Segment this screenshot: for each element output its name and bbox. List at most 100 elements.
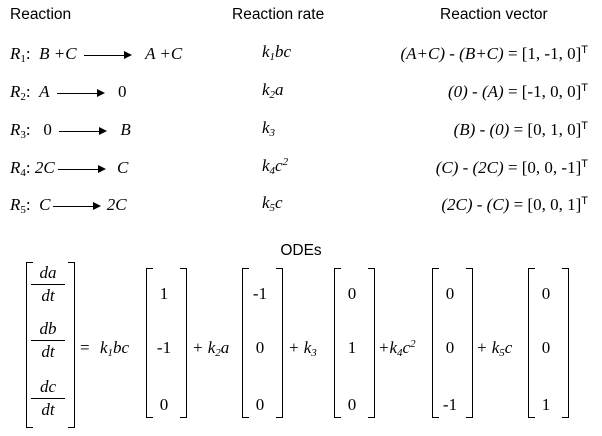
products: 0 xyxy=(118,82,127,101)
coef-prefix: +k xyxy=(378,338,398,357)
reaction-label: R xyxy=(10,158,21,177)
bracket-left xyxy=(146,268,153,418)
reaction-2: R2: A 0 xyxy=(10,82,127,103)
rate-variables: a xyxy=(275,80,284,99)
header-reaction-vector: Reaction vector xyxy=(440,6,548,23)
coef-index: 3 xyxy=(311,347,317,359)
products: C xyxy=(116,158,129,177)
coef-variables: c xyxy=(504,338,513,357)
coef-prefix: + k xyxy=(476,338,500,357)
reactants: 2C xyxy=(34,158,55,177)
vector-value: = [0, 1, 0] xyxy=(513,120,582,139)
bracket-right xyxy=(368,268,375,418)
transpose-mark: T xyxy=(581,44,588,56)
odes-title: ODEs xyxy=(280,242,322,259)
term-coefficient-1: k1bc xyxy=(100,338,129,359)
coef-prefix: + k xyxy=(192,338,216,357)
bracket-left xyxy=(432,268,439,418)
numerator: db xyxy=(31,318,65,341)
vector-entry: -1 xyxy=(442,395,458,414)
rate-3: k3 xyxy=(262,118,276,139)
reaction-label: R xyxy=(10,82,21,101)
denominator: dt xyxy=(41,400,55,419)
term-coefficient-3: + k3 xyxy=(288,338,317,359)
numerator: da xyxy=(31,262,65,285)
products: 2C xyxy=(106,195,127,214)
bracket-left xyxy=(242,268,249,418)
reaction-index: 5 xyxy=(20,204,26,216)
rate-4: k4c2 xyxy=(262,156,288,177)
arrow-icon xyxy=(83,50,132,59)
vector-3: (B) - (0) = [0, 1, 0]T xyxy=(454,120,588,140)
bracket-right xyxy=(466,268,473,418)
vector-4: (C) - (2C) = [0, 0, -1]T xyxy=(436,158,588,178)
rate-variables: c xyxy=(275,193,283,212)
reaction-3: R3: 0 B xyxy=(10,120,131,141)
vector-value: = [1, -1, 0] xyxy=(507,44,582,63)
vector-entry: 1 xyxy=(541,395,551,414)
reaction-label: R xyxy=(10,120,21,139)
reaction-5: R5: C 2C xyxy=(10,195,127,216)
rate-constant-index: 3 xyxy=(269,127,276,139)
rate-constant-index: 2 xyxy=(269,89,276,101)
vector-entry: 0 xyxy=(347,395,357,414)
rate-constant: k xyxy=(262,118,270,137)
bracket-left xyxy=(26,262,33,428)
rate-constant: k xyxy=(262,193,270,212)
products: B xyxy=(120,120,131,139)
rate-constant-index: 4 xyxy=(269,165,276,177)
bracket-right xyxy=(180,268,187,418)
denominator: dt xyxy=(41,342,55,361)
coef-prefix: + k xyxy=(288,338,312,357)
term-coefficient-2: + k2a xyxy=(192,338,230,359)
rate-constant-index: 5 xyxy=(269,202,276,214)
arrow-icon xyxy=(56,88,105,97)
vector-entry: 0 xyxy=(255,395,265,414)
arrow-icon xyxy=(59,126,108,135)
vector-entry: -1 xyxy=(156,338,172,357)
coef-variables: c xyxy=(402,338,411,357)
term-coefficient-5: + k5c xyxy=(476,338,513,359)
rate-constant-index: 1 xyxy=(269,51,276,63)
reaction-index: 3 xyxy=(20,129,26,141)
reaction-label: R xyxy=(10,44,21,63)
vector-entry: 0 xyxy=(445,284,455,303)
vector-expression: (C) - (2C) xyxy=(435,158,504,177)
reactants: 0 xyxy=(43,120,52,139)
reactants: A xyxy=(39,82,50,101)
vector-entry: 0 xyxy=(255,338,265,357)
coef-index: 4 xyxy=(397,347,403,359)
reaction-1: R1: B +C A +C xyxy=(10,44,183,65)
rate-variables: bc xyxy=(275,42,292,61)
vector-entry: 0 xyxy=(541,338,551,357)
transpose-mark: T xyxy=(581,120,588,132)
bracket-right xyxy=(68,262,75,428)
coef-exponent: 2 xyxy=(410,338,416,350)
rate-variables: c xyxy=(275,156,283,175)
rate-5: k5c xyxy=(262,193,283,214)
equals-sign: = xyxy=(80,338,90,357)
vector-expression: (B) - (0) xyxy=(453,120,510,139)
vector-value: = [0, 0, -1] xyxy=(507,158,582,177)
arrow-icon xyxy=(53,201,102,210)
vector-expression: (A+C) - (B+C) xyxy=(400,44,504,63)
rate-2: k2a xyxy=(262,80,284,101)
vector-entry: 0 xyxy=(541,284,551,303)
reaction-index: 4 xyxy=(20,167,26,179)
coef-variables: a xyxy=(220,338,230,357)
products: A +C xyxy=(145,44,183,63)
vector-entry: 0 xyxy=(347,284,357,303)
bracket-right xyxy=(562,268,569,418)
coef-index: 1 xyxy=(107,347,114,359)
bracket-left xyxy=(334,268,341,418)
coef-index: 2 xyxy=(215,347,221,359)
vector-expression: (0) - (A) xyxy=(447,82,504,101)
coef-index: 5 xyxy=(499,347,505,359)
transpose-mark: T xyxy=(581,82,588,94)
vector-entry: 1 xyxy=(347,338,357,357)
bracket-left xyxy=(528,268,535,418)
vector-entry: 0 xyxy=(159,395,169,414)
